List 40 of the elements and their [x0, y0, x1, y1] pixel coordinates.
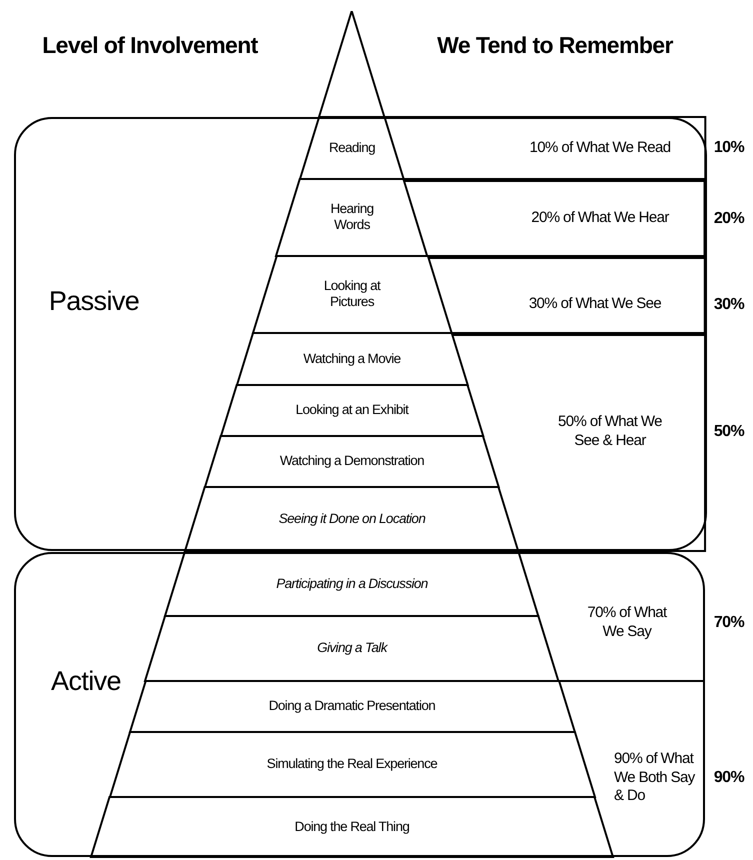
tier-label: Looking at Pictures: [322, 278, 382, 312]
memory-text: 50% of What We See & Hear: [557, 413, 663, 451]
pyramid-tier: [220, 385, 484, 436]
pyramid-tier: [165, 552, 539, 616]
pyramid-tier: [130, 681, 574, 732]
tier-label: Simulating the Real Experience: [266, 756, 438, 773]
pyramid-tier: [276, 179, 428, 256]
tier-label: Doing the Real Thing: [294, 818, 410, 836]
pyramid-tier: [110, 732, 594, 797]
percent-label: 90%: [712, 768, 746, 788]
pyramid-tier: [185, 487, 519, 551]
tier-label: Watching a Demonstration: [278, 453, 426, 470]
column-heading: Level of Involvement: [41, 30, 259, 60]
memory-text: 90% of What We Both Say & Do: [614, 750, 696, 806]
percent-label: 50%: [712, 422, 746, 442]
tier-label: Reading: [328, 140, 376, 156]
tier-label: Seeing it Done on Location: [278, 510, 426, 528]
pyramid-tier: [205, 436, 499, 487]
pyramid-tier: [252, 256, 452, 333]
tier-label: Hearing Words: [329, 200, 375, 234]
percent-label: 30%: [712, 294, 746, 314]
tier-label: Watching a Movie: [302, 350, 402, 368]
pyramid-tier: [91, 797, 613, 857]
memory-text: 10% of What We Read: [528, 138, 672, 158]
pyramid-tier: [300, 117, 404, 179]
pyramid-tier: [236, 333, 468, 385]
tier-label: Giving a Talk: [316, 640, 389, 657]
memory-text: 20% of What We Hear: [530, 209, 670, 228]
percent-label: 20%: [712, 208, 746, 228]
tier-label: Looking at an Exhibit: [294, 402, 410, 419]
group-label: Active: [50, 665, 122, 698]
column-heading: We Tend to Remember: [436, 30, 674, 60]
group-label: Passive: [48, 285, 140, 318]
tier-label: Doing a Dramatic Presentation: [268, 698, 436, 715]
memory-text: 70% of What We Say: [586, 604, 668, 642]
pyramid-tier: [145, 616, 559, 681]
percent-label: 10%: [712, 138, 746, 158]
tier-label: Participating in a Discussion: [275, 576, 429, 592]
memory-text: 30% of What We See: [528, 295, 662, 314]
percent-label: 70%: [712, 612, 746, 633]
